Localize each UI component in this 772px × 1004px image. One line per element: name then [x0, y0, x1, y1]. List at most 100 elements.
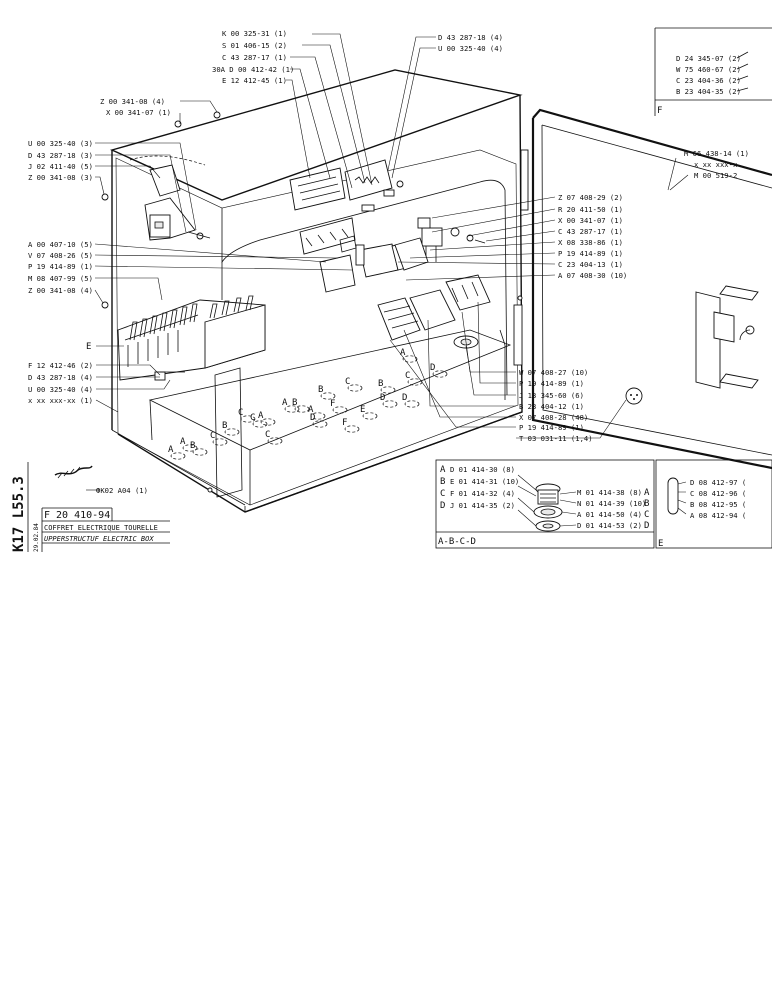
gland-hole-letter: C: [210, 431, 215, 441]
top-connector-block: [289, 159, 404, 212]
gland-hole-letter: A: [168, 445, 174, 455]
gland-hole-letter: C: [345, 377, 350, 387]
gland-hole-letter: B: [292, 398, 297, 408]
gland-hole-letter: D: [380, 393, 385, 403]
label-door-0: M 66 438-14 (1): [684, 149, 749, 158]
label-left-1: D 43 287-18 (3): [28, 151, 93, 160]
gland-hole: [404, 400, 420, 408]
gland-hole-letter: B: [222, 421, 227, 431]
label-rightlow-3: B 23 404-12 (1): [519, 402, 584, 411]
label-abcd-r-0: M 01 414-38 (8): [577, 488, 642, 497]
label-door-2: M 00 519-2: [694, 171, 737, 180]
label-door-1: x xx xxx-x: [694, 160, 738, 169]
gland-hole-letter: A: [282, 398, 288, 408]
label-left-5: V 07 408-26 (5): [28, 251, 93, 260]
label-insetf-1: W 75 460-67 (2): [676, 65, 741, 74]
label-left-4: A 00 407-10 (5): [28, 240, 93, 249]
gland-hole: [182, 444, 198, 452]
label-left-2: J 02 411-40 (5): [28, 162, 93, 171]
label-rightmid-5: P 19 414-89 (1): [558, 249, 623, 258]
label-insetf-2: C 23 404-36 (2): [676, 76, 741, 85]
label-rightmid-1: R 20 411-50 (1): [558, 205, 623, 214]
title-fr: COFFRET ELECTRIQUE TOURELLE: [44, 524, 158, 532]
label-abcd-title: A-B-C-D: [438, 537, 476, 547]
gland-hole: [310, 412, 326, 420]
label-abcd-l-1: E 01 414-31 (10): [450, 477, 519, 486]
gland-hole-letter: F: [342, 418, 347, 428]
label-left-3: Z 00 341-08 (3): [28, 173, 93, 182]
side-plugs: [377, 237, 491, 349]
label-abcd-l-0: D 01 414-30 (8): [450, 465, 515, 474]
label-rightmid-6: C 23 404-13 (1): [558, 260, 623, 269]
gland-hole-letter: B: [318, 385, 323, 395]
label-abcd-r-1: N 01 414-39 (10): [577, 499, 646, 508]
label-insetf-3: B 23 404-35 (2): [676, 87, 741, 96]
gland-hole: [432, 370, 448, 378]
relay-bracket-assembly: [129, 155, 211, 241]
gland-hole: [212, 438, 228, 446]
label-inset-e-1: C 08 412-96 (: [690, 489, 746, 498]
label-top-1: S 01 406-15 (2): [222, 41, 287, 50]
label-rightlow-0: W 07 408-27 (10): [519, 368, 588, 377]
label-leftbot-0: F 12 412-46 (2): [28, 361, 93, 370]
gland-hole: [347, 384, 363, 392]
gland-hole: [192, 448, 208, 456]
gland-hole: [332, 406, 348, 414]
gland-hole: [362, 412, 378, 420]
label-abcd-l-letter-3: D: [440, 501, 445, 511]
gland-hole-letter: C: [250, 413, 255, 423]
label-wire: ФK02 A04 (1): [96, 486, 148, 495]
side-rail: [214, 367, 243, 498]
gland-hole: [380, 386, 396, 394]
gland-hole: [260, 418, 276, 426]
gland-hole-letter: A: [180, 437, 186, 447]
gland-hole: [402, 355, 418, 363]
gland-hole: [320, 392, 336, 400]
label-abcd-l-letter-0: A: [440, 465, 446, 475]
label-topright-1: U 00 325-40 (4): [438, 44, 503, 53]
gland-hole-letter: A: [400, 348, 406, 358]
label-insetf-0: D 24 345-07 (2): [676, 54, 741, 63]
gland-hole-letter: D: [402, 393, 407, 403]
label-leftbot-3: x xx xxx-xx (1): [28, 396, 93, 405]
gland-hole: [170, 452, 186, 460]
label-top-3: 30A D 00 412-42 (1): [212, 65, 294, 74]
label-top-0: K 00 325-31 (1): [222, 29, 287, 38]
gland-hole: [382, 400, 398, 408]
label-abcd-r-letter-0: A: [644, 488, 650, 498]
gland-hole-letter: D: [430, 363, 435, 373]
label-abcd-r-letter-2: C: [644, 510, 649, 520]
label-abcd-l-letter-2: C: [440, 489, 445, 499]
gland-hole-letter: D: [310, 413, 315, 423]
side-code: K17 L55.3: [11, 476, 27, 552]
gland-hole: [312, 420, 328, 428]
label-lefttop-0: Z 00 341-08 (4): [100, 97, 165, 106]
cabinet-door: [513, 108, 772, 470]
gland-hole-letter: F: [330, 399, 335, 409]
label-inset-e-2: B 08 412-95 (: [690, 500, 746, 509]
label-abcd-r-2: A 01 414-50 (4): [577, 510, 642, 519]
gland-hole: [284, 405, 300, 413]
gland-hole-letter: B: [378, 379, 383, 389]
title-block: K17 L55.3 29.02.84 F 20 410-94 COFFRET E…: [11, 462, 170, 552]
leader-lines: [86, 33, 689, 491]
label-leftbot-2: U 00 325-40 (4): [28, 385, 93, 394]
gland-hole-letter: C: [405, 371, 410, 381]
label-top-2: C 43 287-17 (1): [222, 53, 287, 62]
label-rightlow-1: P 19 414-89 (1): [519, 379, 584, 388]
gland-hole-letter: A: [258, 411, 264, 421]
label-rightmid-2: X 00 341-07 (1): [558, 216, 623, 225]
label-abcd-l-3: J 01 414-35 (2): [450, 501, 515, 510]
gland-hole-letter: A: [308, 405, 314, 415]
wire-symbol: [54, 465, 93, 479]
label-inset-e-0: D 08 412-97 (: [690, 478, 746, 487]
terminal-strip-e: [117, 295, 266, 381]
gland-hole: [344, 425, 360, 433]
label-lefttop-1: X 00 341-07 (1): [106, 108, 171, 117]
gland-hole: [224, 428, 240, 436]
label-letter-e: E: [86, 342, 91, 352]
gland-hole: [267, 437, 283, 445]
label-left-6: P 19 414-89 (1): [28, 262, 93, 271]
